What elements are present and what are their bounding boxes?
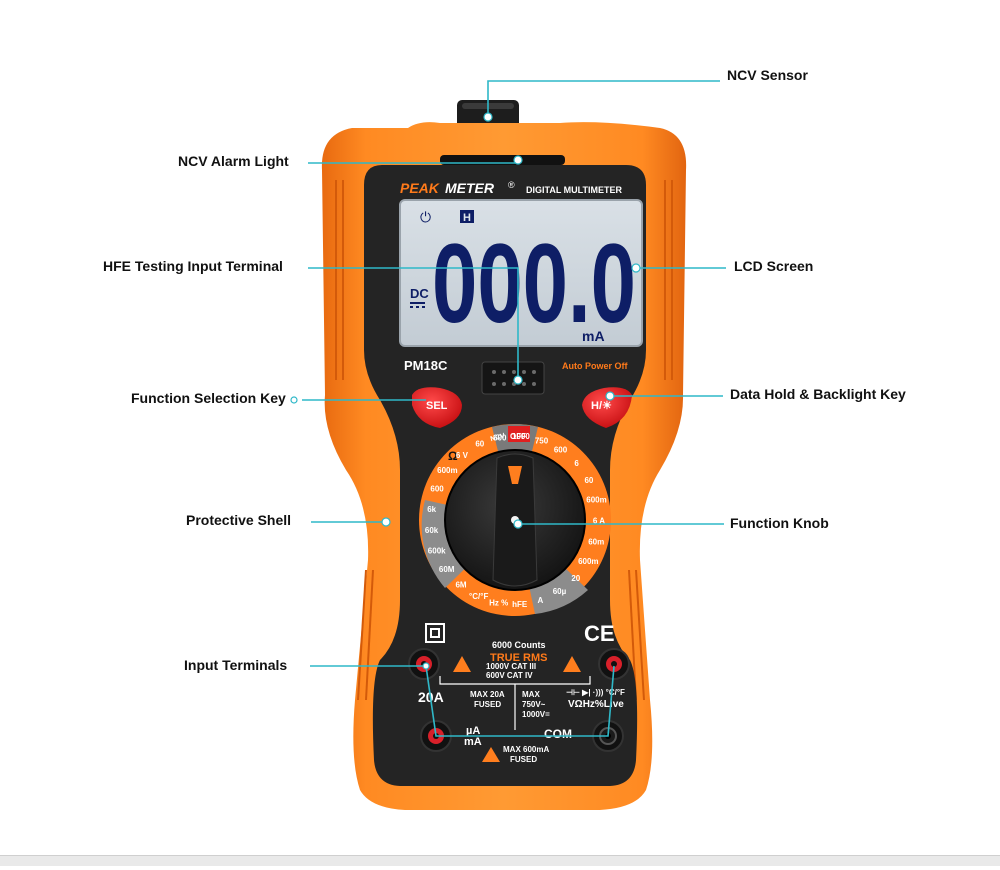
dial-label: 600k bbox=[428, 546, 446, 555]
callout-data-hold-backlight-key: Data Hold & Backlight Key bbox=[730, 386, 906, 402]
ce-mark: CE bbox=[584, 621, 615, 646]
dial-label: 600m bbox=[586, 496, 606, 505]
max-20a-fused: FUSED bbox=[474, 700, 501, 709]
dial-label: Hz % bbox=[489, 598, 508, 607]
max-600ma-label: MAX 600mA bbox=[503, 745, 549, 754]
power-icon: ⏻ bbox=[420, 209, 431, 225]
hfe-terminal bbox=[481, 361, 545, 395]
device-subtitle: DIGITAL MULTIMETER bbox=[526, 185, 622, 195]
max-20a-label: MAX 20A bbox=[470, 690, 505, 699]
dial-label: 600 bbox=[493, 433, 507, 442]
callout-lcd-screen: LCD Screen bbox=[734, 258, 814, 274]
max-voltage-label: MAX bbox=[522, 690, 540, 699]
dial-label: 600 bbox=[554, 445, 568, 454]
hold-backlight-label: H/☀ bbox=[591, 400, 612, 412]
auto-power-off: Auto Power Off bbox=[562, 361, 628, 371]
dial-label: °C/°F bbox=[469, 592, 488, 601]
lcd-digits: 000.0 bbox=[432, 221, 636, 346]
dial-label: hFE bbox=[512, 600, 528, 609]
callout-protective-shell: Protective Shell bbox=[186, 512, 292, 528]
callout-function-selection-key: Function Selection Key bbox=[131, 390, 286, 406]
dc-indicator: DC bbox=[410, 286, 429, 301]
hold-indicator-box bbox=[460, 210, 474, 223]
com-label: COM bbox=[544, 727, 572, 741]
cat-rating-2: 600V CAT IV bbox=[486, 671, 533, 680]
ua-label: µA bbox=[466, 725, 480, 737]
dial-ohm: Ω bbox=[448, 449, 458, 463]
dial-label: 60k bbox=[425, 526, 439, 535]
dial-label: 600m bbox=[437, 466, 457, 475]
leader-ncv-sensor bbox=[487, 80, 720, 117]
max-600ma-fused: FUSED bbox=[510, 755, 537, 764]
callout-input-terminals: Input Terminals bbox=[184, 657, 288, 673]
leader-terminal-frame bbox=[425, 665, 615, 737]
dial-label: 600 bbox=[430, 485, 444, 494]
leader-hfe bbox=[308, 267, 519, 380]
dial-label: 6 A bbox=[593, 517, 605, 526]
brand-meter: METER bbox=[445, 180, 495, 196]
dial-label: 1000 bbox=[512, 432, 530, 441]
dial-label: 60 bbox=[584, 476, 593, 485]
dial-label: 6M bbox=[455, 580, 466, 589]
dial-label: 6 V bbox=[456, 451, 469, 460]
dial-label: 600m bbox=[578, 557, 598, 566]
counts-label: 6000 Counts bbox=[492, 640, 546, 650]
double-insulation-icon bbox=[425, 623, 445, 643]
callout-function-knob: Function Knob bbox=[730, 515, 829, 531]
lcd-unit: mA bbox=[582, 328, 605, 344]
leader-dots bbox=[290, 112, 641, 670]
dial-off: OFF bbox=[510, 432, 526, 441]
dial-ncv: NCV bbox=[490, 432, 506, 443]
callout-ncv-sensor: NCV Sensor bbox=[727, 67, 808, 83]
max-voltage-ac: 750V~ bbox=[522, 700, 546, 709]
lower-panel: CE 6000 Counts TRUE RMS 1000V CAT III 60… bbox=[418, 621, 625, 764]
leader-lines bbox=[302, 80, 726, 737]
dial-label: 750 bbox=[535, 436, 549, 445]
callout-ncv-alarm-light: NCV Alarm Light bbox=[178, 153, 289, 169]
sel-button[interactable]: SEL bbox=[412, 387, 462, 428]
dial-label: A bbox=[538, 596, 544, 605]
brand-peak: PEAK bbox=[400, 180, 440, 196]
model-name: PM18C bbox=[404, 358, 448, 373]
function-symbols: ⊣⊢ ▶| ·))) °C/°F bbox=[566, 687, 625, 697]
dial-label: 60m bbox=[588, 538, 604, 547]
brand-reg: ® bbox=[508, 180, 515, 190]
ma-label: mA bbox=[464, 736, 482, 748]
input-terminal-v-ohm[interactable] bbox=[598, 648, 630, 680]
function-knob[interactable] bbox=[444, 449, 586, 591]
true-rms-label: TRUE RMS bbox=[490, 652, 547, 664]
dial-label: 60M bbox=[439, 565, 455, 574]
max-voltage-dc: 1000V= bbox=[522, 710, 550, 719]
sel-button-label: SEL bbox=[426, 400, 448, 412]
dial-label: 6k bbox=[427, 505, 436, 514]
cat-rating-1: 1000V CAT III bbox=[486, 662, 536, 671]
bottom-divider bbox=[0, 855, 1000, 866]
dial-label: 6 bbox=[574, 459, 579, 468]
dial-label: 60 bbox=[475, 440, 484, 449]
lcd-screen: ⏻ H DC 000.0 mA bbox=[399, 199, 643, 347]
callout-hfe-terminal: HFE Testing Input Terminal bbox=[103, 258, 283, 274]
hold-indicator: H bbox=[463, 212, 471, 224]
dial-label: 20 bbox=[571, 574, 580, 583]
v-ohm-label: VΩHz%Live bbox=[568, 699, 624, 710]
hold-backlight-button[interactable]: H/☀ bbox=[582, 387, 632, 428]
dial-label: 60µ bbox=[553, 587, 567, 596]
